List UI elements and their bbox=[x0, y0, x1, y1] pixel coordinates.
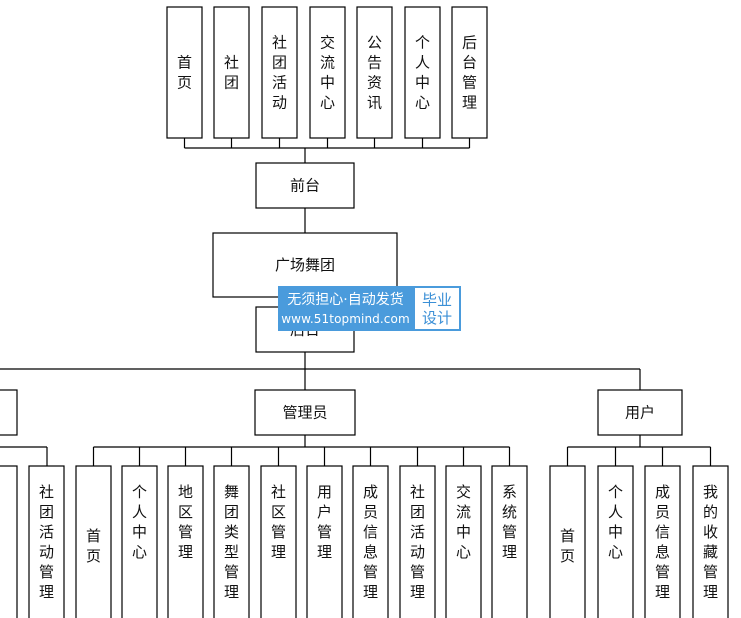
watermark-url: www.51topmind.com bbox=[281, 311, 410, 326]
admin-module-exchange-center: 交流中心 bbox=[445, 465, 482, 618]
left-role-module-club-activity-management: 社团活动管理 bbox=[28, 465, 65, 618]
frontend-module-exchange-center-label: 交流中心 bbox=[320, 34, 335, 112]
user-module-my-favorites-management-label: 我的收藏管理 bbox=[703, 483, 718, 601]
admin-node-label: 管理员 bbox=[282, 404, 327, 422]
system-node-label: 广场舞团 bbox=[275, 256, 335, 274]
frontend-module-club-activity-frame bbox=[261, 6, 298, 139]
user-module-my-favorites-management-frame bbox=[692, 465, 729, 618]
admin-module-exchange-center-label: 交流中心 bbox=[456, 483, 471, 561]
admin-module-community-management: 社区管理 bbox=[260, 465, 297, 618]
frontend-module-personal-center: 个人中心 bbox=[404, 6, 441, 139]
connector-lines bbox=[0, 138, 712, 466]
frontend-module-club-label: 社团 bbox=[224, 54, 239, 92]
left-role-module-member-info-management: 成员信息管理 bbox=[0, 465, 18, 618]
admin-module-home-frame bbox=[75, 465, 112, 618]
user-module-home-frame bbox=[549, 465, 586, 618]
frontend-module-home-frame bbox=[166, 6, 203, 139]
admin-module-personal-center-frame bbox=[121, 465, 158, 618]
user-module-home: 首页 bbox=[549, 465, 586, 618]
user-module-member-info-management-frame bbox=[644, 465, 681, 618]
user-node: 用户 bbox=[597, 389, 683, 436]
left-role-module-member-info-management-frame bbox=[0, 465, 18, 618]
frontend-module-home: 首页 bbox=[166, 6, 203, 139]
frontend-module-exchange-center: 交流中心 bbox=[309, 6, 346, 139]
user-module-personal-center: 个人中心 bbox=[597, 465, 634, 618]
user-node-label: 用户 bbox=[625, 404, 655, 422]
admin-module-member-info-management-label: 成员信息管理 bbox=[363, 483, 378, 601]
user-module-my-favorites-management: 我的收藏管理 bbox=[692, 465, 729, 618]
left-role-node-partial bbox=[0, 389, 18, 436]
admin-module-system-management-label: 系统管理 bbox=[502, 483, 517, 561]
user-module-personal-center-label: 个人中心 bbox=[608, 483, 623, 561]
admin-module-dance-troupe-type-management-label: 舞团类型管理 bbox=[224, 483, 239, 601]
admin-node: 管理员 bbox=[254, 389, 356, 436]
admin-module-member-info-management-frame bbox=[352, 465, 389, 618]
frontend-module-exchange-center-frame bbox=[309, 6, 346, 139]
frontend-node-label: 前台 bbox=[290, 177, 320, 195]
frontend-module-personal-center-label: 个人中心 bbox=[415, 34, 430, 112]
watermark-logo-line1: 毕业 bbox=[421, 290, 452, 309]
frontend-module-club: 社团 bbox=[213, 6, 250, 139]
admin-module-user-management-label: 用户管理 bbox=[317, 483, 332, 561]
admin-module-personal-center-label: 个人中心 bbox=[132, 483, 147, 561]
watermark-text-panel: 无须担心·自动发货 www.51topmind.com bbox=[278, 286, 413, 331]
admin-module-system-management-frame bbox=[491, 465, 528, 618]
admin-module-community-management-frame bbox=[260, 465, 297, 618]
frontend-module-club-activity-label: 社团活动 bbox=[272, 34, 287, 112]
admin-module-home: 首页 bbox=[75, 465, 112, 618]
admin-module-club-activity-management: 社团活动管理 bbox=[399, 465, 436, 618]
frontend-module-announcement-news-label: 公告资讯 bbox=[367, 34, 382, 112]
frontend-node: 前台 bbox=[255, 162, 355, 209]
admin-module-community-management-label: 社区管理 bbox=[271, 483, 286, 561]
frontend-module-backend-management: 后台管理 bbox=[451, 6, 488, 139]
left-role-module-club-activity-management-frame bbox=[28, 465, 65, 618]
admin-module-system-management: 系统管理 bbox=[491, 465, 528, 618]
admin-module-dance-troupe-type-management: 舞团类型管理 bbox=[213, 465, 250, 618]
admin-module-region-management-label: 地区管理 bbox=[178, 483, 193, 561]
admin-module-club-activity-management-frame bbox=[399, 465, 436, 618]
watermark-slogan: 无须担心·自动发货 bbox=[287, 291, 404, 308]
admin-module-home-label: 首页 bbox=[86, 527, 101, 565]
frontend-node-frame bbox=[255, 162, 355, 209]
frontend-module-club-frame bbox=[213, 6, 250, 139]
frontend-module-backend-management-frame bbox=[451, 6, 488, 139]
user-node-frame bbox=[597, 389, 683, 436]
user-module-home-label: 首页 bbox=[560, 527, 575, 565]
watermark-badge: 无须担心·自动发货 www.51topmind.com 毕业 设计 bbox=[278, 286, 461, 331]
admin-module-user-management-frame bbox=[306, 465, 343, 618]
admin-module-user-management: 用户管理 bbox=[306, 465, 343, 618]
admin-module-region-management-frame bbox=[167, 465, 204, 618]
admin-module-region-management: 地区管理 bbox=[167, 465, 204, 618]
user-module-personal-center-frame bbox=[597, 465, 634, 618]
frontend-module-announcement-news-frame bbox=[356, 6, 393, 139]
frontend-module-club-activity: 社团活动 bbox=[261, 6, 298, 139]
watermark-logo: 毕业 设计 bbox=[413, 286, 461, 331]
frontend-module-backend-management-label: 后台管理 bbox=[462, 34, 477, 112]
admin-module-club-activity-management-label: 社团活动管理 bbox=[410, 483, 425, 601]
admin-module-dance-troupe-type-management-frame bbox=[213, 465, 250, 618]
left-role-module-club-activity-management-label: 社团活动管理 bbox=[39, 483, 54, 601]
user-module-member-info-management: 成员信息管理 bbox=[644, 465, 681, 618]
frontend-module-home-label: 首页 bbox=[177, 54, 192, 92]
admin-node-frame bbox=[254, 389, 356, 436]
admin-module-exchange-center-frame bbox=[445, 465, 482, 618]
frontend-module-announcement-news: 公告资讯 bbox=[356, 6, 393, 139]
admin-module-member-info-management: 成员信息管理 bbox=[352, 465, 389, 618]
admin-module-personal-center: 个人中心 bbox=[121, 465, 158, 618]
frontend-module-personal-center-frame bbox=[404, 6, 441, 139]
watermark-logo-line2: 设计 bbox=[421, 308, 452, 327]
user-module-member-info-management-label: 成员信息管理 bbox=[655, 483, 670, 601]
